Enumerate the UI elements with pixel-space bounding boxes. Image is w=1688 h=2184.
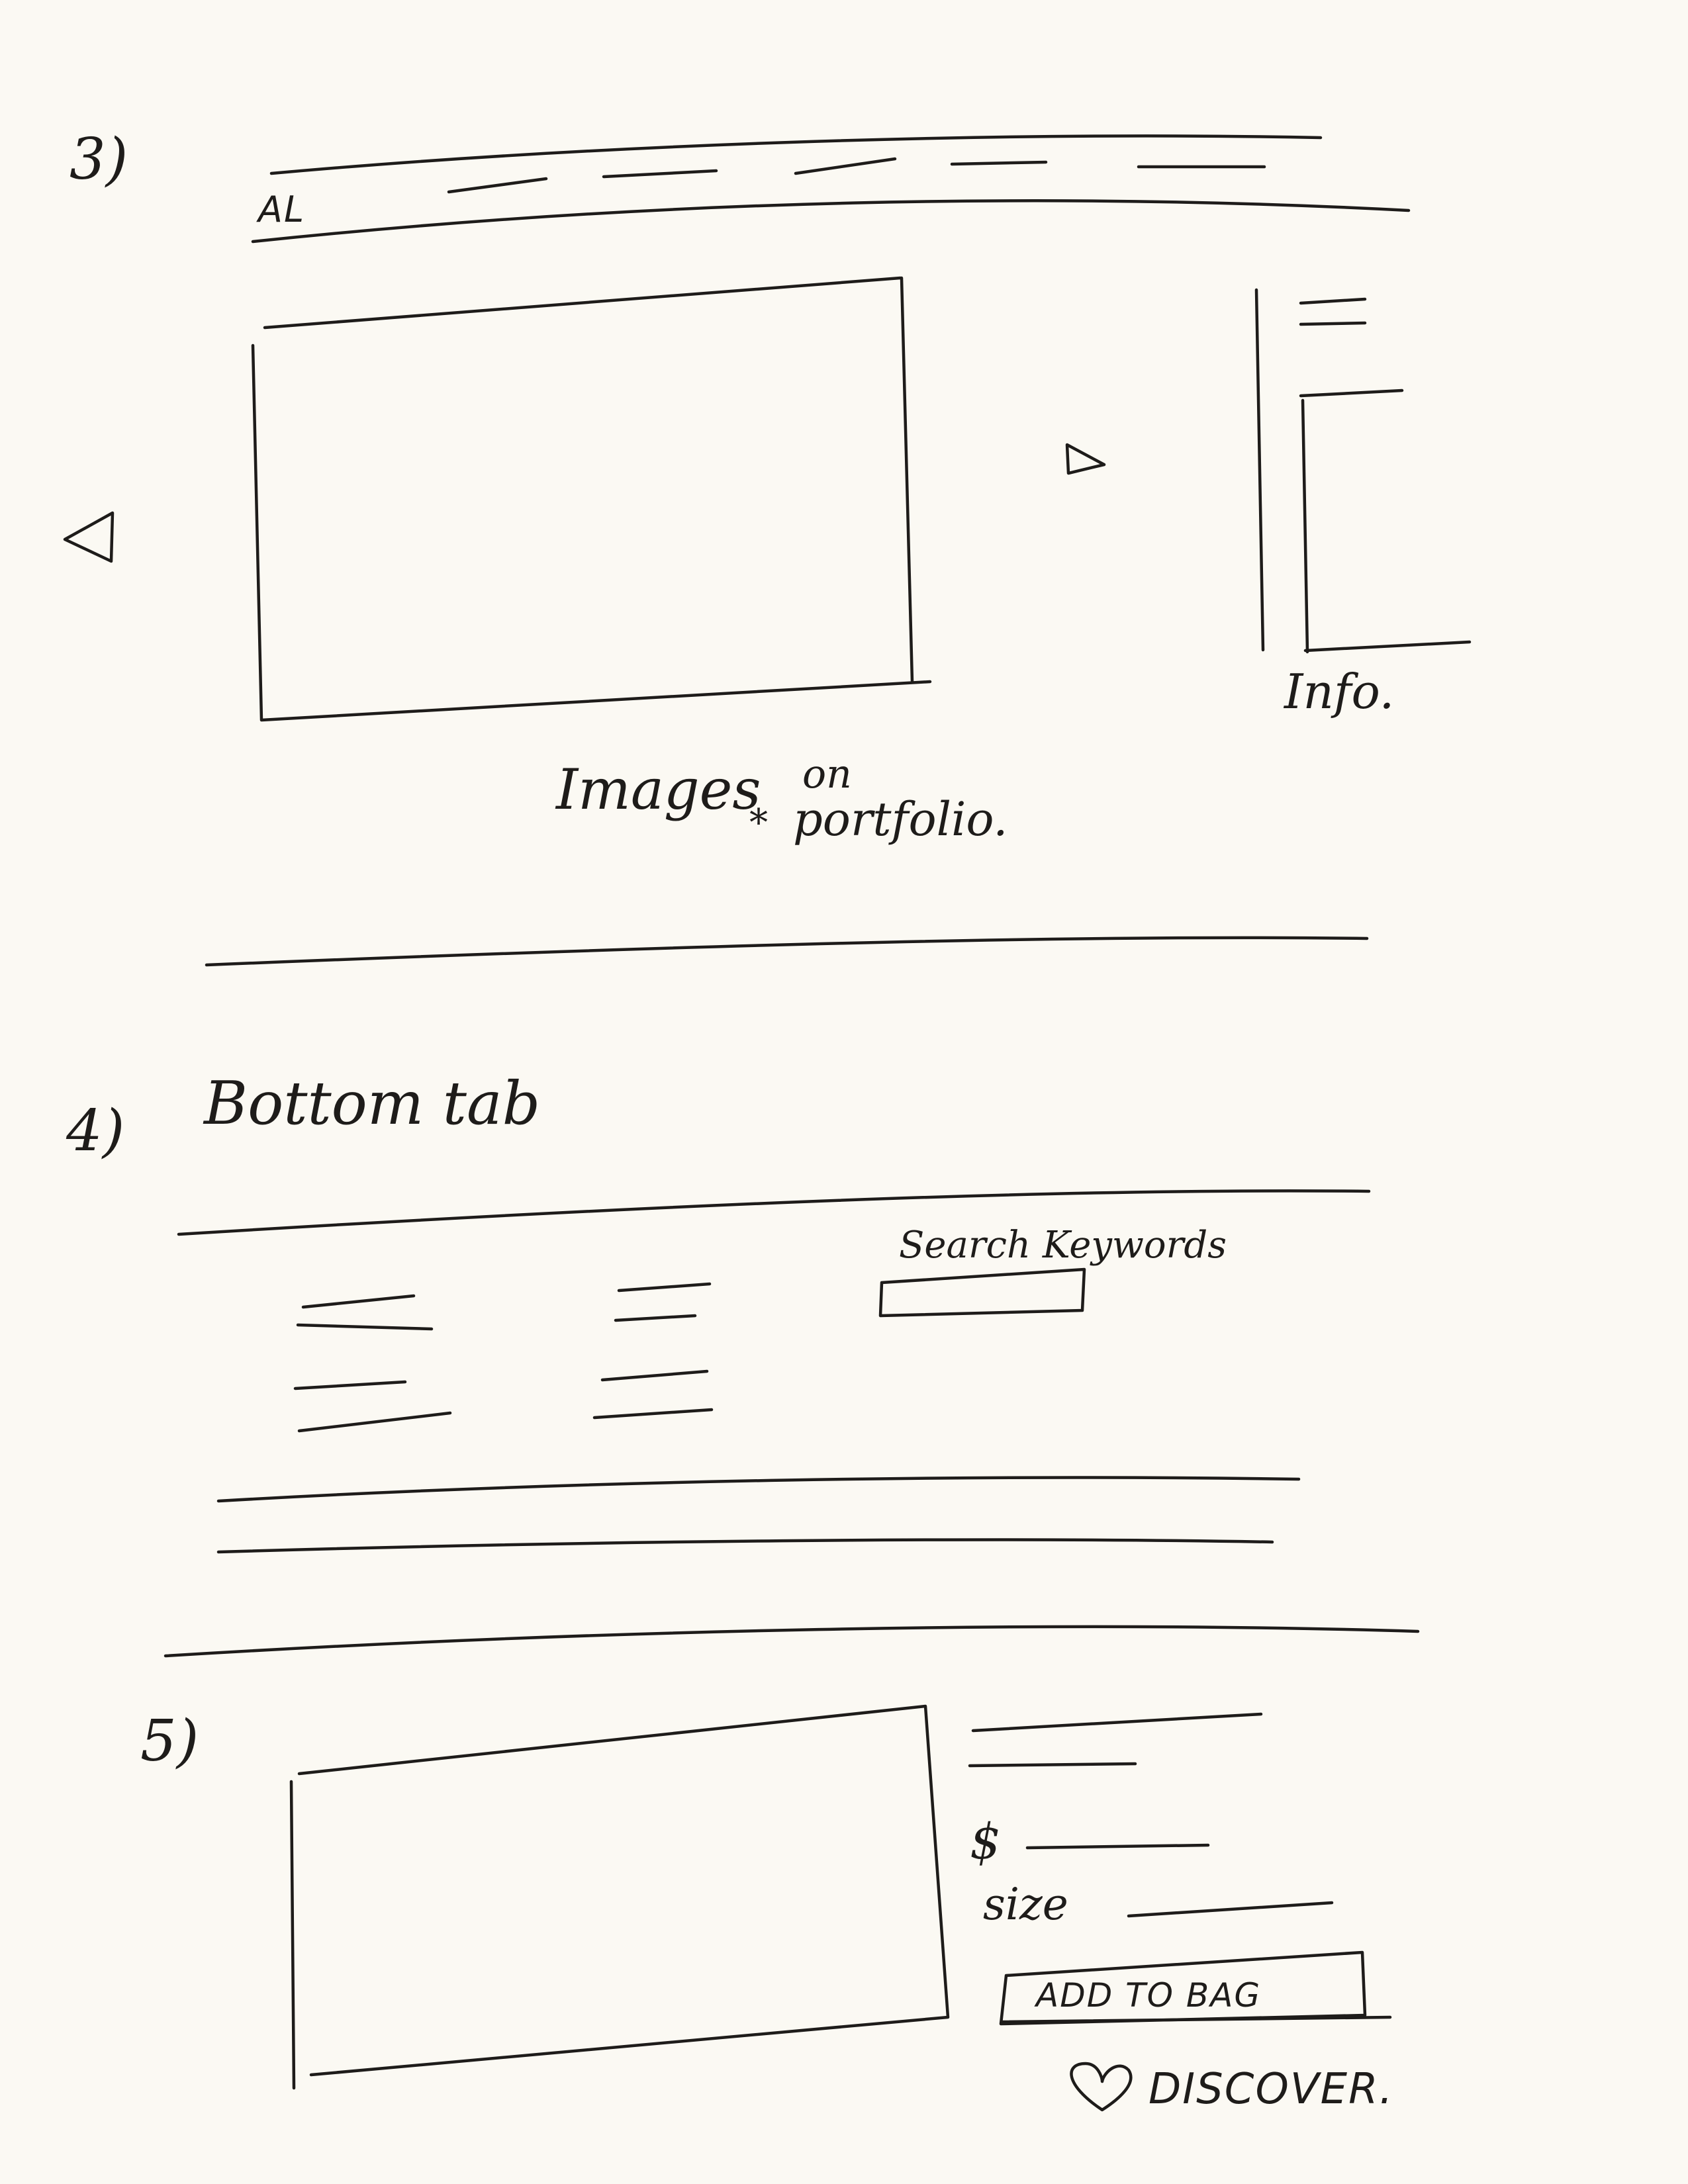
heart-icon[interactable] [1070,2062,1133,2112]
size-label: size [983,1879,1068,1930]
nav-link-4[interactable] [950,160,1048,166]
bottom-tab-line-2 [216,1538,1274,1554]
section-divider-2 [164,1625,1420,1658]
footer-link-2-3[interactable] [600,1369,709,1382]
section-5-number: 5) [140,1708,199,1774]
next-arrow-icon[interactable] [1065,443,1106,475]
footer-link-1-1[interactable] [301,1294,416,1309]
section-3-number: 3) [70,126,128,193]
info-panel-divider [1254,288,1265,652]
add-to-bag-button-border[interactable] [999,1950,1367,2026]
add-to-bag-label[interactable]: ADD TO BAG [1034,1976,1261,2015]
info-text-line-2 [1299,321,1367,326]
logo-al[interactable]: AL [256,189,305,230]
product-title-line [971,1712,1263,1733]
nav-bar-bottom-line [251,199,1411,244]
bottom-tab-line-1 [216,1476,1301,1503]
search-input[interactable] [878,1267,1086,1318]
footer-link-2-4[interactable] [592,1408,714,1420]
footer-link-1-4[interactable] [297,1411,452,1433]
section-4-title: Bottom tab [203,1069,540,1138]
size-select[interactable] [1127,1901,1334,1918]
footer-link-1-2[interactable] [296,1323,434,1331]
product-image-placeholder [289,1704,950,2090]
nav-link-1[interactable] [447,177,548,194]
image-caption-main: Images [555,757,761,822]
nav-link-2[interactable] [602,169,718,179]
info-text-line-1 [1299,297,1367,305]
add-to-bag-button[interactable]: ADD TO BAG [999,1950,1367,2026]
image-caption-asterisk: * [749,801,768,844]
hero-image-placeholder [251,276,932,722]
discover-label[interactable]: DISCOVER. [1149,2065,1394,2114]
footer-link-2-1[interactable] [617,1282,712,1293]
footer-link-1-3[interactable] [293,1380,407,1390]
info-label: Info. [1283,664,1394,719]
price-value-line [1025,1843,1210,1850]
prev-arrow-icon[interactable] [63,511,115,563]
product-subtitle-line [968,1762,1137,1768]
bottom-tab-top-line [177,1189,1371,1236]
nav-link-3[interactable] [794,157,897,175]
section-divider-1 [205,936,1369,967]
price-symbol: $ [970,1813,1001,1870]
nav-bar-top-line [269,134,1323,175]
info-panel-box [1299,388,1472,654]
add-to-bag-underline [1001,2015,1392,2024]
section-4-number: 4) [66,1098,124,1164]
image-caption-rest: portfolio. [793,792,1008,846]
image-caption-on: on [802,751,852,797]
footer-link-2-2[interactable] [614,1314,697,1322]
search-label: Search Keywords [899,1224,1227,1267]
